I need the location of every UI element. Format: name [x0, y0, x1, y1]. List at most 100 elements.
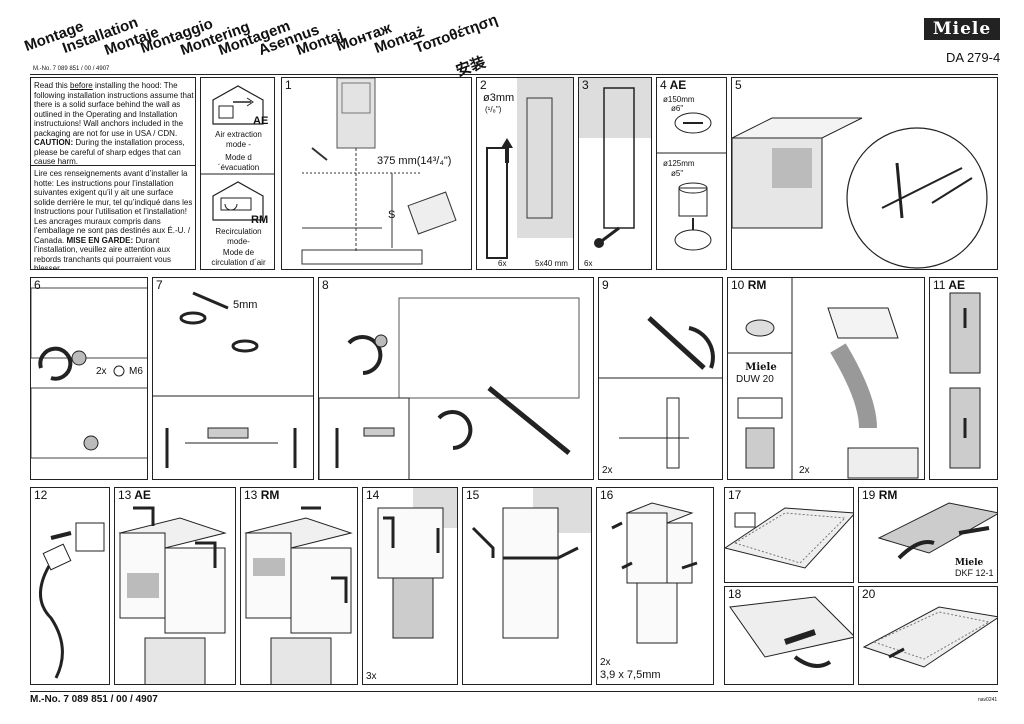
step-5-panel: 5: [731, 77, 998, 270]
step-16-panel: 16 2x 3,9 x 7,5mm: [596, 487, 714, 685]
model-number-small: M.-No. 7 089 851 / 00 / 4907: [33, 66, 110, 72]
miele-kit-logo: Miele: [745, 362, 777, 373]
step-1-panel: 1 375 mm(14³/₄") S: [281, 77, 472, 270]
multilingual-title: Montage Installation Montaje Montaggio M…: [0, 0, 520, 80]
screw-count: 3x: [366, 671, 377, 682]
chimney-lower-illustration: [471, 488, 591, 639]
recirculation-kit-illustration: [728, 278, 919, 479]
mode-ae-en: Air extraction mode -: [215, 130, 262, 149]
charcoal-filter-illustration: [877, 502, 997, 560]
step-8-panel: 8: [318, 277, 594, 480]
step-number: 3: [582, 78, 589, 92]
diameter-150: ø150mm: [663, 95, 695, 104]
mode-rm-en: Recirculation mode-: [215, 227, 262, 246]
flexible-duct-illustration: [949, 292, 981, 469]
intro-fr-text: Lire ces renseignements avant d’installe…: [34, 169, 193, 245]
miele-logo: Miele: [924, 18, 1000, 40]
step-number: 18: [728, 587, 742, 601]
step-12-panel: 12: [30, 487, 110, 685]
chimney-rm-illustration: [244, 506, 353, 684]
screw-count: 2x: [600, 657, 611, 668]
step-9-panel: 9 2x: [598, 277, 723, 480]
step-number: 7: [156, 278, 163, 292]
footer-rule: [30, 691, 998, 692]
step-15-panel: 15: [462, 487, 592, 685]
step-13-rm-panel: 13 RM: [240, 487, 358, 685]
step-number: 19 RM: [862, 488, 898, 502]
wrench-tighten-illustration: [599, 316, 722, 469]
screw-count: 6x: [584, 259, 593, 268]
step-10-panel: 10 RM Miele DUW 20 2x: [727, 277, 925, 480]
mise-en-garde-text: Durant l’installation, veuillez aire att…: [34, 235, 171, 270]
hex-key-size: 5mm: [233, 299, 258, 311]
screw-count: 2x: [602, 465, 613, 476]
step-number: 6: [34, 278, 41, 292]
intro-text-box: Read this before installing the hood: Th…: [30, 77, 196, 270]
footer-model-number: M.-No. 7 089 851 / 00 / 4907: [30, 694, 158, 705]
step-11-panel: 11 AE: [929, 277, 998, 480]
house-ae-icon: [201, 85, 274, 221]
step-number: 2: [480, 78, 487, 92]
step-number: 5: [735, 78, 742, 92]
step-number: 1: [285, 78, 292, 92]
duct-adapter-illustration: [657, 112, 726, 251]
bolt-count: 2x: [96, 366, 107, 377]
step-14-panel: 14 3x: [362, 487, 458, 685]
mise-en-garde-label: MISE EN GARDE:: [66, 235, 134, 245]
step-number: 16: [600, 488, 614, 502]
s-label: S: [388, 209, 396, 221]
caution-label: CAUTION:: [34, 138, 74, 147]
header-rule: [30, 74, 998, 75]
step-number: 17: [728, 488, 742, 502]
step-number: 14: [366, 488, 380, 502]
power-plug-illustration: [39, 522, 105, 679]
step-20-panel: 20: [858, 586, 998, 685]
intro-divider: [31, 165, 195, 166]
diameter-6in: ø6": [671, 104, 684, 113]
step-number: 9: [602, 278, 609, 292]
wall-marking-illustration: [301, 78, 457, 265]
step-number: 15: [466, 488, 480, 502]
bolt-insertion-illustration: [31, 287, 147, 459]
mode-legend: AE Air extraction mode - Mode d´évacuati…: [200, 77, 275, 270]
distance-label: 375 mm(14³/₄"): [377, 155, 452, 167]
step-6-panel: 6 2x M6: [30, 277, 148, 480]
step-4-panel: 4 AE ø150mm ø6" ø125mm ø5": [656, 77, 727, 270]
step-13-ae-panel: 13 AE: [114, 487, 236, 685]
caution-text: During the installation process, please …: [34, 138, 185, 166]
mode-rm-tag: RM: [251, 214, 269, 226]
chimney-ae-illustration: [118, 506, 227, 684]
intro-en-text-2: installing the hood: The following insta…: [34, 81, 194, 138]
title-word: Τοποθέτηση: [412, 11, 500, 57]
rotation-adjust-illustration: [319, 297, 580, 479]
bracket-drilling-illustration: [486, 78, 573, 259]
diameter-125: ø125mm: [663, 159, 695, 168]
screw-size: 5x40 mm: [535, 259, 568, 268]
mode-rm-fr: Mode de circulation d´air: [211, 248, 266, 267]
step-number: 10 RM: [731, 278, 767, 292]
step-number: 20: [862, 587, 876, 601]
step-19-panel: 19 RM Miele DKF 12-1: [858, 487, 998, 583]
chimney-screw-illustration: [611, 502, 698, 644]
chimney-attach-illustration: [377, 488, 457, 639]
step-18-panel: 18: [724, 586, 854, 685]
mode-ae-fr: Mode d´évacuation: [217, 153, 260, 172]
drill-size: ø3mm: [483, 92, 515, 104]
motor-mount-illustration: [732, 117, 988, 269]
filter-remove-illustration: [725, 507, 853, 569]
step-2-panel: 2 ø3mm (¹/₈") 6x 5x40 mm: [476, 77, 574, 270]
miele-filter-logo: Miele: [955, 558, 984, 568]
step-number: 4 AE: [660, 78, 687, 92]
step-3-panel: 3 6x: [578, 77, 652, 270]
clamp-count: 2x: [799, 465, 810, 476]
kit-part-number: DUW 20: [736, 374, 774, 385]
intro-en-before: before: [70, 81, 93, 90]
filter-part-number: DKF 12-1: [955, 568, 994, 578]
step-number: 13 AE: [118, 488, 151, 502]
intro-en-text: Read this: [34, 81, 71, 90]
step-number: 8: [322, 278, 329, 292]
drill-size-inch: (¹/₈"): [485, 105, 502, 114]
bracket-mount-illustration: [579, 78, 651, 248]
screw-count: 6x: [498, 259, 507, 268]
intro-english: Read this before installing the hood: Th…: [34, 81, 194, 167]
